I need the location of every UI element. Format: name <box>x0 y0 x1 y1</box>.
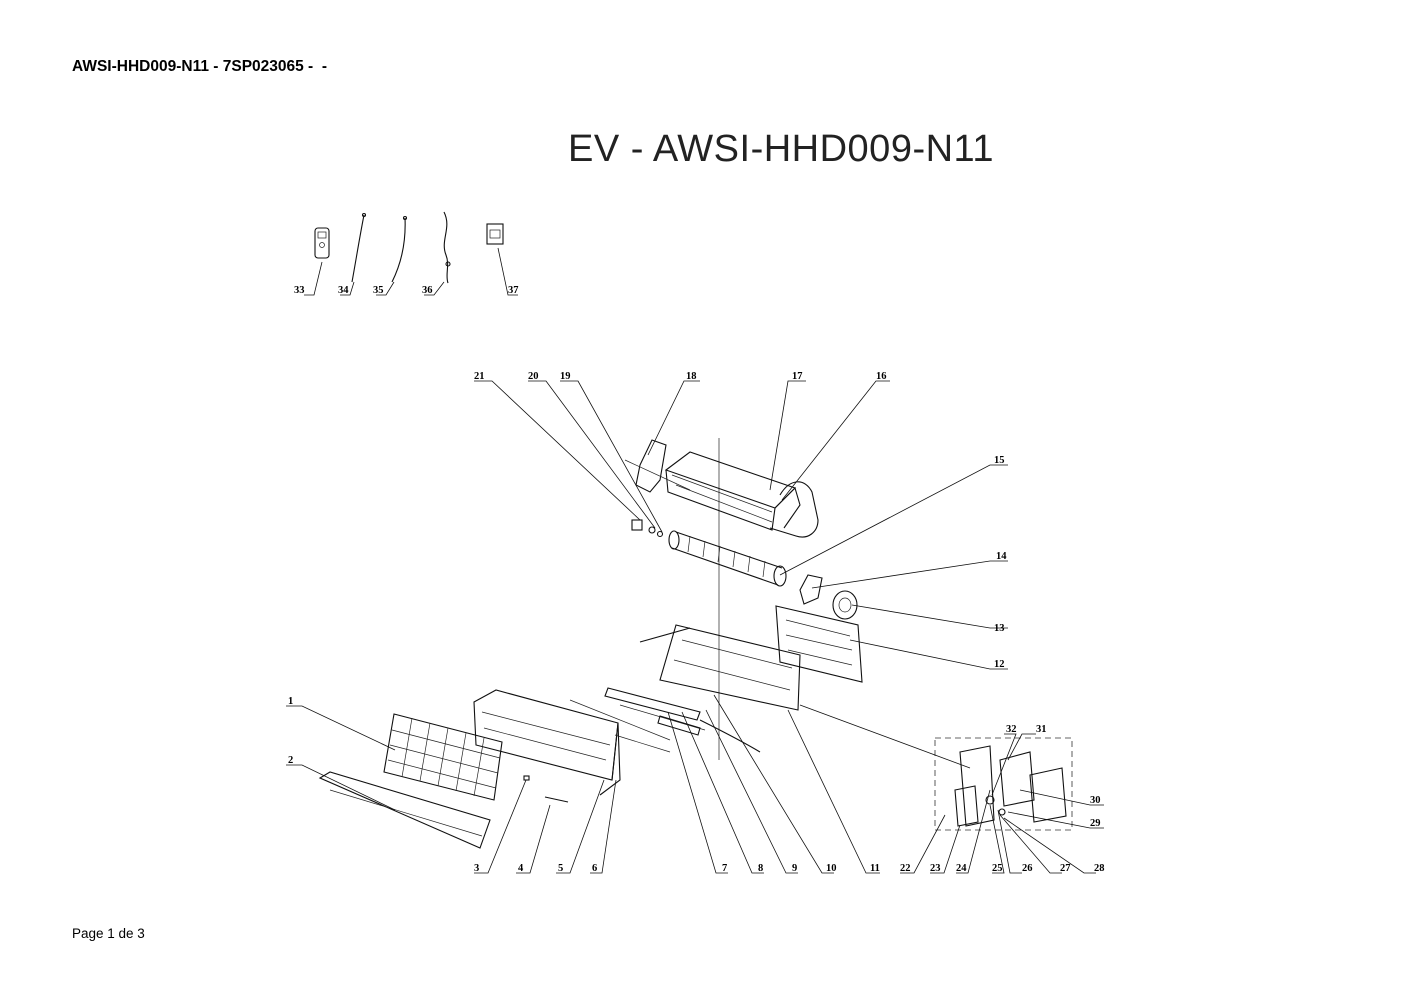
left-bracket <box>635 439 667 493</box>
callout-4: 4 <box>518 863 524 874</box>
callout-22: 22 <box>900 863 911 874</box>
callout-28: 28 <box>1094 863 1105 874</box>
motor-cover <box>799 574 823 605</box>
callout-32: 32 <box>1006 724 1017 735</box>
callout-1: 1 <box>288 696 293 707</box>
callout-30: 30 <box>1090 795 1101 806</box>
callout-3: 3 <box>474 863 479 874</box>
diagram-title: EV - AWSI-HHD009-N11 <box>568 128 994 170</box>
cable-34 <box>351 214 365 283</box>
fan-motor <box>832 590 858 620</box>
front-housing <box>473 689 671 796</box>
side-bracket <box>769 481 819 538</box>
callout-17: 17 <box>792 371 803 382</box>
mounting-plate <box>775 605 863 683</box>
cross-flow-fan <box>668 530 787 587</box>
callout-15: 15 <box>994 455 1005 466</box>
callout-27: 27 <box>1060 863 1071 874</box>
callout-8: 8 <box>758 863 763 874</box>
callout-14: 14 <box>996 551 1007 562</box>
callout-6: 6 <box>592 863 597 874</box>
callout-33: 33 <box>294 285 305 296</box>
callout-9: 9 <box>792 863 797 874</box>
callout-12: 12 <box>994 659 1005 670</box>
callout-20: 20 <box>528 371 539 382</box>
callout-5: 5 <box>558 863 563 874</box>
cable-35 <box>391 217 406 283</box>
callout-26: 26 <box>1022 863 1033 874</box>
callout-31: 31 <box>1036 724 1047 735</box>
callout-34: 34 <box>338 285 349 296</box>
louvre-assembly <box>604 687 701 721</box>
callout-29: 29 <box>1090 818 1101 829</box>
callout-11: 11 <box>870 863 880 874</box>
remote-holder <box>486 223 504 245</box>
evaporator-cover <box>664 451 801 531</box>
bearing-holder <box>631 519 643 531</box>
chassis <box>639 624 801 711</box>
air-filter <box>383 713 503 801</box>
callout-16: 16 <box>876 371 887 382</box>
front-panel <box>318 771 491 849</box>
callout-2: 2 <box>288 755 293 766</box>
callout-19: 19 <box>560 371 571 382</box>
callout-21: 21 <box>474 371 485 382</box>
callout-24: 24 <box>956 863 967 874</box>
document-header: AWSI-HHD009-N11 - 7SP023065 - - <box>72 58 327 75</box>
callout-37: 37 <box>508 285 519 296</box>
callout-36: 36 <box>422 285 433 296</box>
callout-25: 25 <box>992 863 1003 874</box>
callout-13: 13 <box>994 623 1005 634</box>
page-footer: Page 1 de 3 <box>72 926 145 941</box>
callout-10: 10 <box>826 863 837 874</box>
callout-18: 18 <box>686 371 697 382</box>
callout-35: 35 <box>373 285 384 296</box>
cable-36 <box>443 211 449 284</box>
callout-23: 23 <box>930 863 941 874</box>
remote-control <box>314 227 330 259</box>
callout-7: 7 <box>722 863 727 874</box>
electrical-box <box>934 737 1073 831</box>
